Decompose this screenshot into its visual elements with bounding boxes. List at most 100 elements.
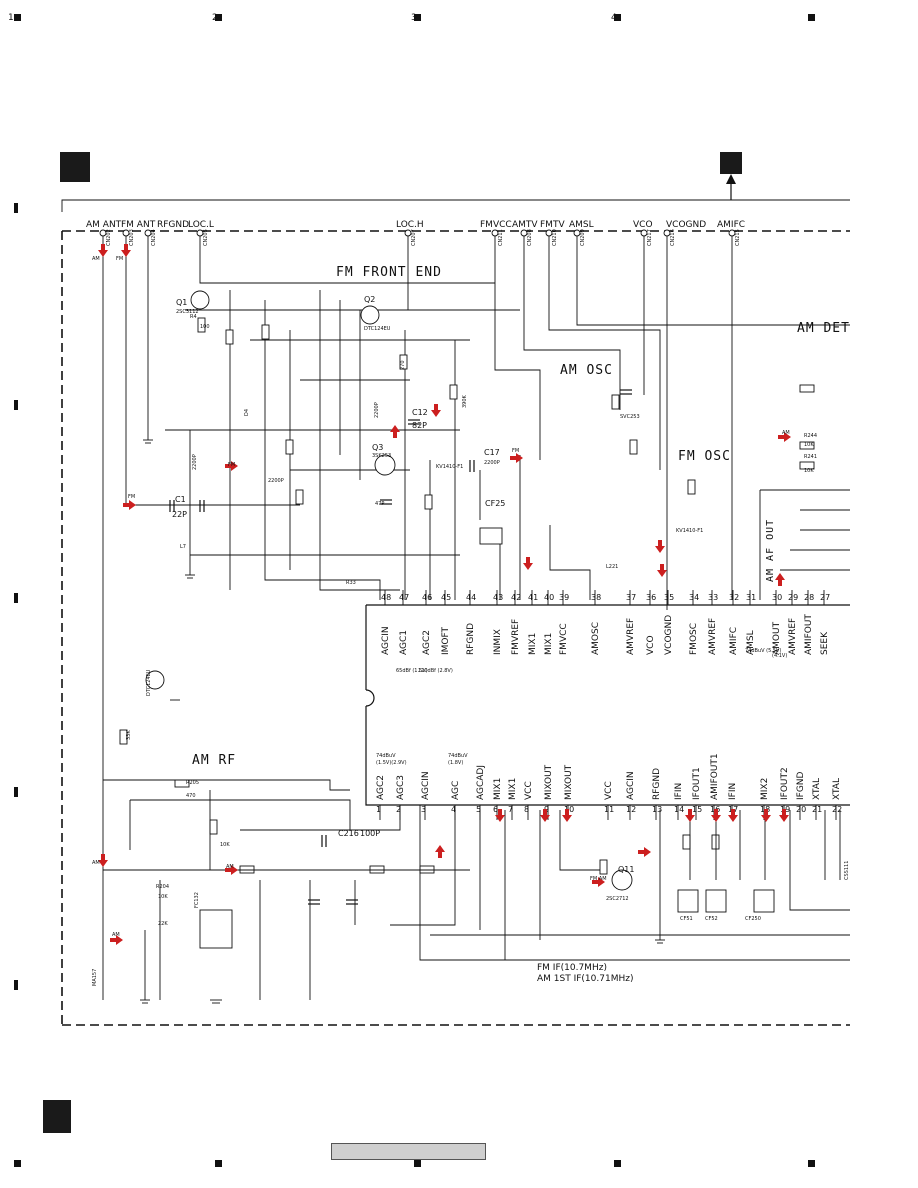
ic-pin-name: FMOSC [689, 623, 699, 655]
ic-pin-name: IFIN [728, 783, 738, 800]
connector-label: FMTV [540, 220, 565, 230]
capacitor-symbols [169, 389, 632, 905]
signal-arrow-icon [225, 461, 238, 471]
svg-text:C216: C216 [338, 829, 359, 838]
svg-text:100: 100 [200, 324, 210, 330]
page-grid-ticks: 1 2 3 4 [8, 13, 815, 1167]
agc-note: 65dBf (1.5V) [396, 668, 428, 674]
svg-text:3: 3 [411, 13, 417, 23]
signal-arrow-icon [711, 809, 721, 822]
signal-arrow-icon [435, 845, 445, 858]
svg-text:FM AM: FM AM [590, 876, 607, 882]
ic-pin-number: 5 [476, 805, 481, 814]
signal-arrow-icon [431, 404, 441, 417]
ic-pin-number: 11 [604, 805, 614, 814]
svg-text:AM: AM [782, 430, 790, 436]
ic-bottom-pins: 1AGC22AGC33AGCIN4AGC5AGCADJ6MIX17MIX18VC… [376, 753, 842, 820]
connector-label: FM ANT [121, 220, 156, 230]
svg-text:CN202: CN202 [106, 229, 112, 246]
agc-note: (1.5V)(2.9V) [376, 760, 407, 766]
ic-pin-bottom: 12 AGCIN [626, 771, 636, 820]
svg-text:FM: FM [228, 462, 235, 468]
agc-note: 74dBuV [448, 753, 468, 759]
signal-arrow-icon [390, 425, 400, 438]
ic-pin-number: 8 [524, 805, 529, 814]
ic-pin-number: 34 [689, 593, 699, 602]
ic-pin-name: VCOGND [664, 615, 674, 655]
ic-pin-number: 35 [664, 593, 674, 602]
ic-pin-name: AGCIN [626, 771, 636, 800]
ic-pin-name: MIX2 [760, 778, 770, 800]
svg-text:270: 270 [400, 360, 406, 370]
ic-pin-name: AMVREF [626, 618, 636, 655]
transistor-symbols [145, 290, 633, 949]
signal-arrow-icon [778, 432, 791, 442]
ic-pin-number: 12 [626, 805, 636, 814]
ic-pin-name: FMVREF [511, 619, 521, 655]
connector-label: FMVCC [480, 220, 512, 230]
signal-arrow-icon [638, 847, 651, 857]
svg-text:KV1410-F1: KV1410-F1 [676, 528, 703, 534]
ic-pin-name: AGCIN [421, 771, 431, 800]
svg-text:FM: FM [116, 256, 123, 262]
signal-arrow-icon [510, 453, 523, 463]
ic-pin-name: IFIN [674, 783, 684, 800]
svg-text:22P: 22P [172, 510, 187, 519]
ic-pin-number: 48 [381, 593, 391, 602]
signal-arrow-icon [728, 809, 738, 822]
svg-text:CF52: CF52 [705, 916, 718, 922]
svg-text:2200P: 2200P [374, 402, 380, 418]
component-symbols [119, 317, 815, 875]
svg-text:CN208: CN208 [527, 229, 533, 246]
agc-note: 74dBuV (5.5V) [745, 648, 781, 654]
ic-pin-number: 2 [396, 805, 401, 814]
svg-text:CN207: CN207 [411, 229, 417, 246]
svg-text:AM: AM [226, 864, 234, 870]
svg-text:Q3: Q3 [372, 443, 383, 452]
ic-pin-name: AMVREF [788, 618, 798, 655]
svg-text:C1: C1 [175, 495, 186, 504]
ic-pin-name: SEEK [820, 631, 830, 655]
ground-symbols [140, 439, 805, 1004]
svg-text:22K: 22K [158, 921, 168, 927]
ic-pin-name: AMOUT [772, 621, 782, 655]
svg-text:10K: 10K [804, 442, 814, 448]
svg-text:R241: R241 [804, 454, 817, 460]
svg-text:SVC253: SVC253 [620, 414, 640, 420]
ic-pin-number: 1 [376, 805, 381, 814]
svg-text:3SK253: 3SK253 [372, 453, 391, 459]
signal-arrow-icon [657, 564, 667, 577]
svg-text:R4: R4 [190, 314, 197, 320]
signal-arrow-icon [123, 500, 136, 510]
svg-text:2SC2712: 2SC2712 [606, 896, 629, 902]
svg-text:CN215: CN215 [735, 229, 741, 246]
section-am-af-out: AM AF OUT [765, 519, 776, 582]
svg-text:MA157: MA157 [92, 969, 98, 986]
svg-text:470: 470 [186, 793, 196, 799]
svg-text:10K: 10K [220, 842, 230, 848]
svg-text:C12: C12 [412, 408, 428, 417]
agc-note: (4.1V) [772, 653, 787, 659]
arrow-labels: AM FM FM FM FM AM AM AM AM FM AM [92, 256, 790, 938]
ic-pin-name: AGC2 [422, 630, 432, 655]
signal-arrow-icon [495, 809, 505, 822]
ic-pin-name: AGC3 [396, 775, 406, 800]
marker-top-left [60, 152, 90, 182]
signal-arrow-icon [98, 854, 108, 867]
